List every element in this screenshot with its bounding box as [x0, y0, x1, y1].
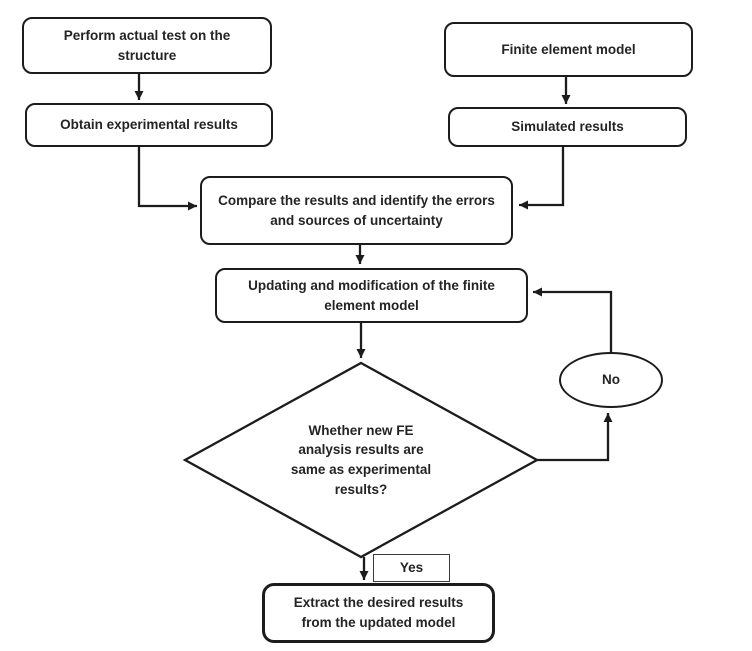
edge-simulated-to-compare [519, 147, 565, 210]
node-simulated-results: Simulated results [448, 107, 687, 147]
decision-diamond-shape [182, 361, 540, 559]
node-obtain-results: Obtain experimental results [25, 103, 273, 147]
node-no: No [559, 352, 663, 408]
node-yes-label: Yes [373, 554, 450, 582]
edge-obtain-to-compare [137, 147, 197, 211]
node-extract: Extract the desired results from the upd… [262, 583, 495, 643]
edge-decision-to-no [537, 413, 613, 462]
node-updating: Updating and modification of the finite … [215, 268, 528, 323]
edge-no-to-updating [533, 287, 613, 352]
node-fe-model: Finite element model [444, 22, 693, 77]
node-decision-label: Whether new FE analysis results are same… [290, 422, 432, 497]
node-perform-test: Perform actual test on the structure [22, 17, 272, 74]
node-compare: Compare the results and identify the err… [200, 176, 513, 245]
